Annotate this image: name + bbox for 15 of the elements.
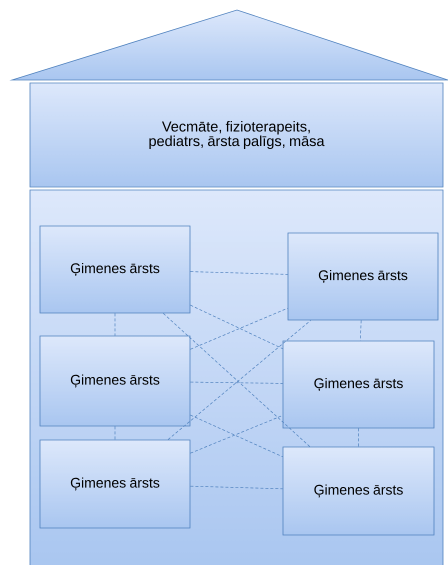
doctor-box: Ģimenes ārsts [288, 232, 438, 320]
dashed-connector [190, 486, 283, 490]
doctor-box: Ģimenes ārsts [282, 340, 434, 428]
house-body-panel [30, 190, 444, 565]
doctor-box: Ģimenes ārsts [40, 440, 190, 528]
doctor-box: Ģimenes ārsts [40, 336, 190, 426]
dashed-connector [190, 271, 288, 275]
dashed-connector [360, 320, 362, 341]
doctor-box: Ģimenes ārsts [40, 226, 190, 314]
dashed-connector [114, 426, 116, 440]
dashed-connector [358, 428, 359, 447]
header-band: Vecmāte, fizioterapeits, pediatrs, ārsta palīgs, māsa [30, 82, 444, 188]
dashed-connector [114, 313, 116, 336]
dashed-connector [190, 382, 283, 384]
doctor-box: Ģimenes ārsts [282, 446, 434, 536]
